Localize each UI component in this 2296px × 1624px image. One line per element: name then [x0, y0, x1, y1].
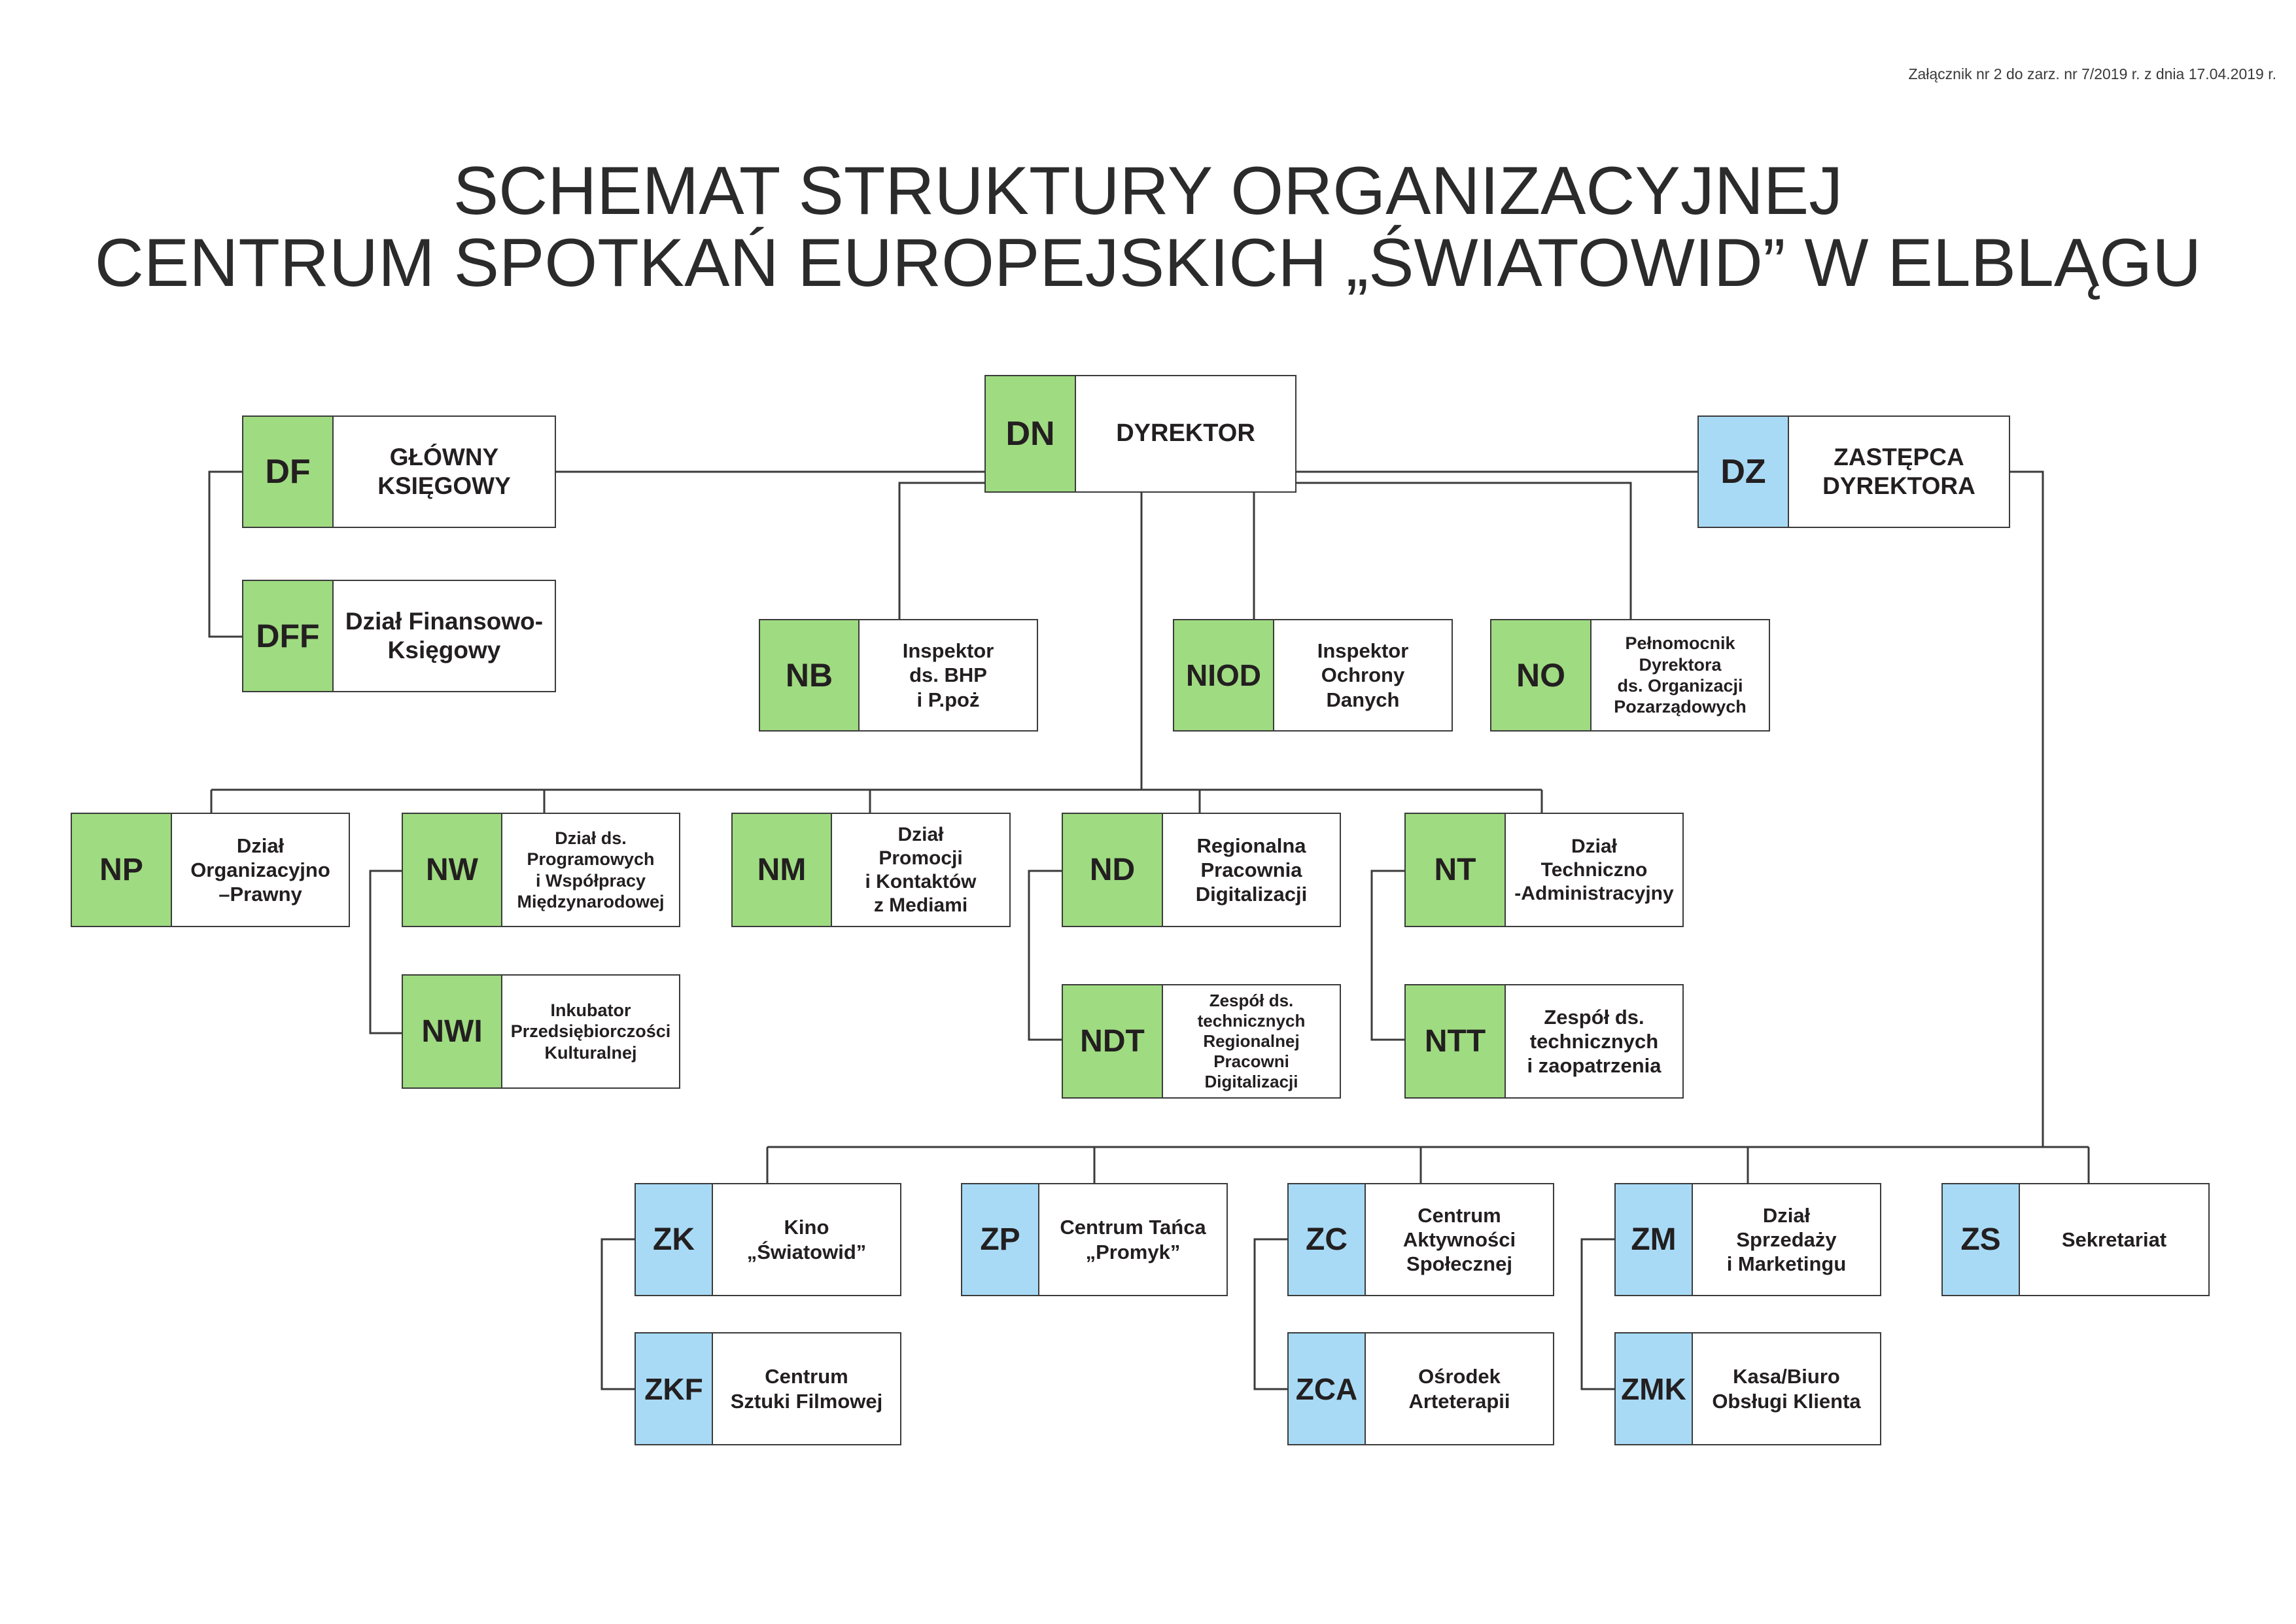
connector-dn-no	[1295, 482, 1632, 619]
unit-code-ntt: NTT	[1406, 985, 1506, 1097]
unit-label-df: GŁÓWNY KSIĘGOWY	[377, 443, 511, 499]
unit-label-zkf: Centrum Sztuki Filmowej	[730, 1365, 883, 1413]
unit-box-dn: DN DYREKTOR	[984, 375, 1296, 493]
unit-box-nt: NT Dział Techniczno -Administracyjny	[1404, 813, 1684, 927]
unit-box-dz: DZ ZASTĘPCA DYREKTORA	[1697, 415, 2010, 528]
unit-box-zc: ZC Centrum Aktywności Społecznej	[1287, 1183, 1554, 1296]
connector-zk-zkf	[600, 1238, 635, 1390]
unit-code-nm: NM	[733, 814, 832, 926]
unit-code-no: NO	[1491, 620, 1592, 730]
unit-code-zmk: ZMK	[1616, 1333, 1693, 1444]
unit-box-niod: NIOD Inspektor Ochrony Danych	[1173, 619, 1453, 732]
unit-box-zp: ZP Centrum Tańca „Promyk”	[961, 1183, 1228, 1296]
unit-label-np: Dział Organizacyjno –Prawny	[190, 834, 330, 906]
unit-code-zs: ZS	[1943, 1184, 2020, 1295]
unit-code-zc: ZC	[1289, 1184, 1366, 1295]
connector-nt-ntt	[1370, 870, 1404, 1041]
unit-label-ntt: Zespół ds. technicznych i zaopatrzenia	[1527, 1005, 1661, 1078]
unit-label-no: Pełnomocnik Dyrektora ds. Organizacji Po…	[1614, 633, 1747, 717]
annex-note: Załącznik nr 2 do zarz. nr 7/2019 r. z d…	[1908, 65, 2276, 82]
unit-box-nwi: NWI Inkubator Przedsiębiorczości Kultura…	[402, 974, 680, 1089]
chart-title-line-2: CENTRUM SPOTKAŃ EUROPEJSKICH „ŚWIATOWID”…	[94, 225, 2202, 301]
unit-label-dn: DYREKTOR	[1116, 419, 1255, 448]
unit-box-zca: ZCA Ośrodek Arteterapii	[1287, 1332, 1554, 1445]
unit-code-nt: NT	[1406, 814, 1506, 926]
unit-box-ntt: NTT Zespół ds. technicznych i zaopatrzen…	[1404, 984, 1684, 1099]
unit-code-niod: NIOD	[1174, 620, 1274, 730]
connector-dn-posts	[898, 482, 984, 619]
unit-label-nwi: Inkubator Przedsiębiorczości Kulturalnej	[510, 1000, 671, 1063]
unit-label-nt: Dział Techniczno -Administracyjny	[1514, 835, 1674, 904]
unit-label-dz: ZASTĘPCA DYREKTORA	[1822, 443, 1975, 499]
unit-code-nd: ND	[1063, 814, 1163, 926]
unit-label-dff: Dział Finansowo- Księgowy	[345, 607, 544, 663]
unit-box-ndt: NDT Zespół ds. technicznych Regionalnej …	[1062, 984, 1341, 1099]
unit-code-nwi: NWI	[403, 976, 502, 1087]
unit-box-zkf: ZKF Centrum Sztuki Filmowej	[635, 1332, 901, 1445]
unit-box-nm: NM Dział Promocji i Kontaktów z Mediami	[731, 813, 1011, 927]
unit-code-zk: ZK	[636, 1184, 713, 1295]
unit-label-nm: Dział Promocji i Kontaktów z Mediami	[865, 823, 977, 916]
unit-code-np: NP	[72, 814, 172, 926]
unit-label-niod: Inspektor Ochrony Danych	[1317, 639, 1409, 711]
unit-box-zs: ZS Sekretariat	[1941, 1183, 2210, 1296]
unit-box-nw: NW Dział ds. Programowych i Współpracy M…	[402, 813, 680, 927]
unit-box-zk: ZK Kino „Światowid”	[635, 1183, 901, 1296]
connector-zc-zca	[1253, 1238, 1287, 1390]
connector-nw-nwi	[369, 870, 402, 1034]
unit-box-np: NP Dział Organizacyjno –Prawny	[71, 813, 350, 927]
unit-code-nw: NW	[403, 814, 502, 926]
connector-df-dff	[208, 470, 242, 638]
chart-title-line-1: SCHEMAT STRUKTURY ORGANIZACYJNEJ	[453, 153, 1843, 229]
unit-box-nd: ND Regionalna Pracownia Digitalizacji	[1062, 813, 1341, 927]
unit-label-zk: Kino „Światowid”	[746, 1216, 867, 1263]
unit-box-zmk: ZMK Kasa/Biuro Obsługi Klienta	[1614, 1332, 1881, 1445]
unit-code-zca: ZCA	[1289, 1333, 1366, 1444]
unit-label-nb: Inspektor ds. BHP i P.poż	[902, 639, 994, 711]
unit-box-zm: ZM Dział Sprzedaży i Marketingu	[1614, 1183, 1881, 1296]
unit-label-zs: Sekretariat	[2061, 1227, 2167, 1251]
unit-box-dff: DFF Dział Finansowo- Księgowy	[242, 580, 556, 692]
unit-label-zp: Centrum Tańca „Promyk”	[1060, 1216, 1206, 1263]
unit-label-ndt: Zespół ds. technicznych Regionalnej Prac…	[1197, 990, 1306, 1092]
unit-label-zmk: Kasa/Biuro Obsługi Klienta	[1712, 1365, 1861, 1413]
unit-label-nw: Dział ds. Programowych i Współpracy Międ…	[517, 828, 665, 911]
unit-code-dff: DFF	[243, 581, 334, 691]
unit-code-dz: DZ	[1699, 417, 1789, 527]
unit-code-zp: ZP	[962, 1184, 1039, 1295]
unit-code-df: DF	[243, 417, 334, 527]
unit-box-df: DF GŁÓWNY KSIĘGOWY	[242, 415, 556, 528]
unit-label-nd: Regionalna Pracownia Digitalizacji	[1195, 834, 1308, 906]
unit-code-nb: NB	[760, 620, 860, 730]
unit-code-ndt: NDT	[1063, 985, 1163, 1097]
connector-dz-trunk	[2009, 470, 2044, 1147]
unit-code-zm: ZM	[1616, 1184, 1693, 1295]
connector-zm-zmk	[1580, 1238, 1614, 1390]
unit-code-dn: DN	[986, 376, 1076, 491]
unit-label-zca: Ośrodek Arteterapii	[1408, 1365, 1510, 1413]
unit-box-no: NO Pełnomocnik Dyrektora ds. Organizacji…	[1490, 619, 1770, 732]
connector-nd-ndt	[1028, 870, 1062, 1041]
unit-box-nb: NB Inspektor ds. BHP i P.poż	[759, 619, 1038, 732]
unit-code-zkf: ZKF	[636, 1333, 713, 1444]
unit-label-zc: Centrum Aktywności Społecznej	[1402, 1203, 1516, 1276]
unit-label-zm: Dział Sprzedaży i Marketingu	[1726, 1203, 1847, 1276]
